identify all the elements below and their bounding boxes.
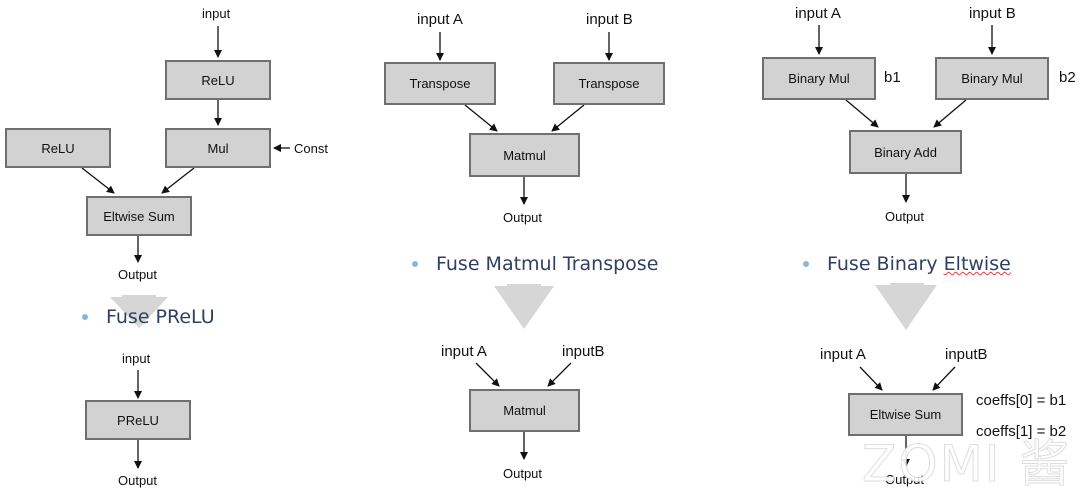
bullet-dot-icon: [82, 314, 88, 320]
eltwise-after-coeff0-label: coeffs[0] = b1: [976, 392, 1067, 409]
eltwise-fuse-title-suffix: Eltwise: [943, 253, 1011, 275]
edge-mul-to-sum: [161, 167, 195, 194]
prelu-before-relu-top-node: ReLU: [165, 60, 271, 100]
prelu-before-const-label: Const: [294, 141, 328, 156]
prelu-fuse-title-text: Fuse PReLU: [106, 306, 215, 328]
matmul-after-matmul-node: Matmul: [469, 389, 580, 432]
edge-binmul-a-to-add: [845, 99, 879, 128]
matmul-after-output-label: Output: [503, 466, 543, 481]
eltwise-before-output-label: Output: [885, 209, 925, 224]
matmul-fuse-title: Fuse Matmul Transpose: [412, 253, 658, 275]
fuse-arrow-prelu: [110, 295, 168, 328]
eltwise-before-input-b-label: input B: [969, 5, 1016, 22]
eltwise-fuse-title: Fuse Binary Eltwise: [803, 253, 1011, 275]
eltwise-after-eltwise-sum-node: Eltwise Sum: [848, 393, 963, 436]
matmul-before-input-a-label: input A: [417, 11, 463, 28]
bullet-dot-icon: [803, 261, 809, 267]
matmul-before-output-label: Output: [503, 210, 543, 225]
watermark-logo: ZOMI 酱: [861, 435, 1072, 494]
edge-transpose-a-to-matmul: [464, 104, 498, 132]
prelu-after-output-label: Output: [118, 473, 158, 488]
matmul-before-transpose-b-node: Transpose: [553, 62, 665, 105]
eltwise-fuse-title-prefix: Fuse Binary: [827, 253, 944, 275]
bullet-dot-icon: [412, 261, 418, 267]
prelu-before-mul-node: Mul: [165, 128, 271, 168]
eltwise-after-input-b-label: inputB: [945, 346, 988, 363]
prelu-before-relu-left-node: ReLU: [5, 128, 111, 168]
prelu-before-input-label: input: [202, 6, 231, 21]
edge-relu-left-to-sum: [81, 167, 115, 194]
prelu-after-input-label: input: [122, 351, 151, 366]
matmul-before-matmul-node: Matmul: [469, 133, 580, 177]
fuse-arrow-matmul: [494, 284, 554, 329]
eltwise-before-b1-label: b1: [884, 69, 901, 86]
prelu-fuse-title: Fuse PReLU: [82, 306, 215, 328]
matmul-after-input-a-label: input A: [441, 343, 487, 360]
matmul-after-input-b-label: inputB: [562, 343, 605, 360]
prelu-after-prelu-node: PReLU: [85, 400, 191, 440]
edge-transpose-b-to-matmul: [551, 104, 585, 132]
eltwise-before-binary-mul-a-node: Binary Mul: [762, 57, 876, 100]
eltwise-after-input-a-label: input A: [820, 346, 866, 363]
edge-after-inputb-to-matmul: [547, 362, 572, 387]
eltwise-before-binary-add-node: Binary Add: [849, 130, 962, 174]
eltwise-after-coeff1-label: coeffs[1] = b2: [976, 423, 1067, 440]
prelu-before-output-label: Output: [118, 267, 158, 282]
fuse-arrow-eltwise: [875, 283, 937, 330]
edge-after-inputa-to-sum: [859, 366, 883, 391]
eltwise-before-b2-label: b2: [1059, 69, 1076, 86]
prelu-before-eltwise-sum-node: Eltwise Sum: [86, 196, 192, 236]
matmul-before-input-b-label: input B: [586, 11, 633, 28]
eltwise-after-output-label: Output: [885, 472, 925, 487]
eltwise-before-input-a-label: input A: [795, 5, 841, 22]
edge-binmul-b-to-add: [933, 99, 967, 128]
edge-after-inputa-to-matmul: [475, 362, 500, 387]
matmul-fuse-title-text: Fuse Matmul Transpose: [436, 253, 659, 275]
matmul-before-transpose-a-node: Transpose: [384, 62, 496, 105]
eltwise-before-binary-mul-b-node: Binary Mul: [935, 57, 1049, 100]
edge-after-inputb-to-sum: [932, 366, 956, 391]
